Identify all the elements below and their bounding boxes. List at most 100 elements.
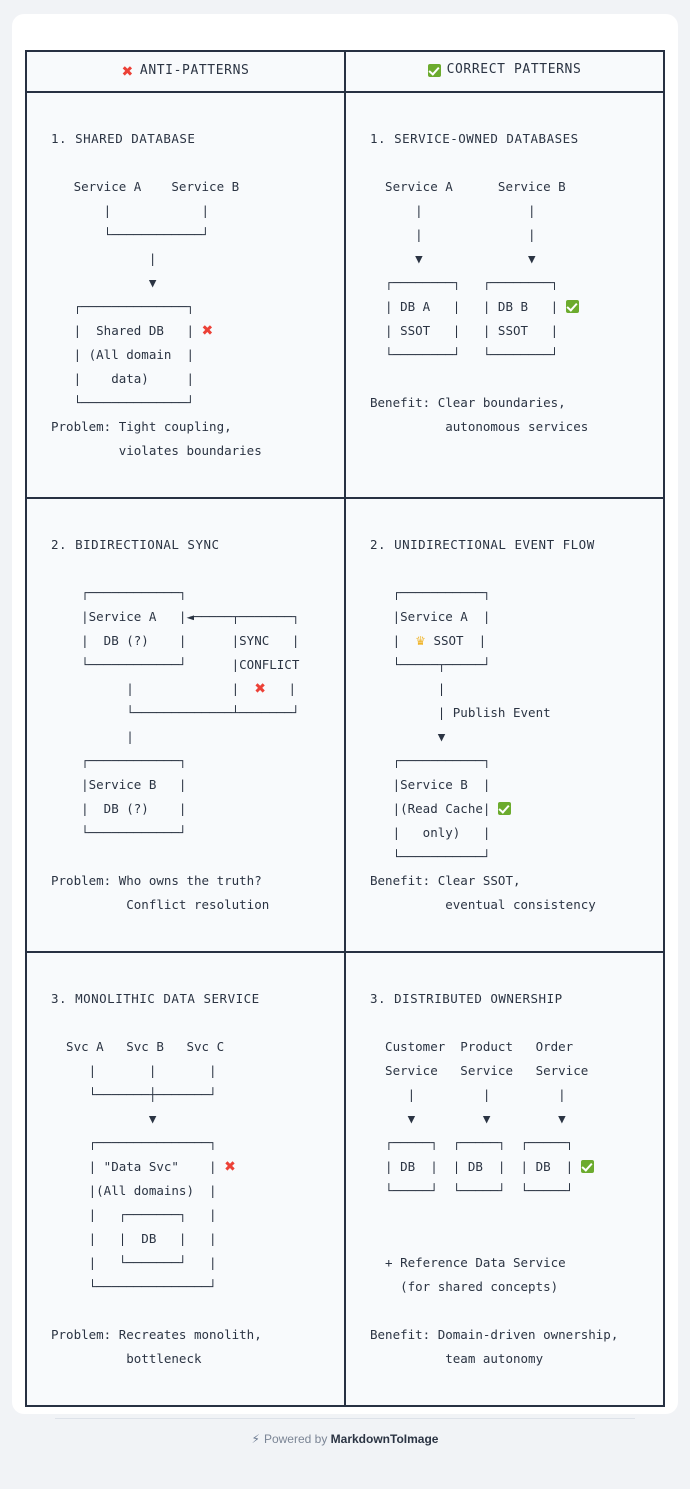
check-mark-icon xyxy=(580,1160,594,1173)
ascii-text: | xyxy=(370,681,446,696)
ascii-line: | | ✖ | xyxy=(27,677,344,701)
ascii-text: | | xyxy=(51,681,255,696)
ascii-line: | | | xyxy=(27,1059,344,1083)
table-row: 1. SHARED DATABASE Service A Service B |… xyxy=(25,91,665,499)
ascii-text: (for shared concepts) xyxy=(370,1279,559,1294)
problem-note: Problem: Who owns the truth? Conflict re… xyxy=(51,873,270,912)
ascii-line: | only) | xyxy=(346,821,663,845)
section-title: 2. UNIDIRECTIONAL EVENT FLOW xyxy=(370,537,595,552)
ascii-diagram: Service A Service B | | | | ▼ ▼ xyxy=(385,179,566,266)
ascii-text: |Service A | xyxy=(370,609,491,624)
header-cell-correct-patterns: CORRECT PATTERNS xyxy=(344,50,665,93)
ascii-line: | | DB | | xyxy=(27,1227,344,1251)
ascii-line: └─────┬─────┘ xyxy=(346,653,663,677)
ascii-line: └────────────┘ |CONFLICT xyxy=(27,653,344,677)
ascii-text: ┌───────────┐ xyxy=(370,753,491,768)
cell-correct-pattern-1: 1. SERVICE-OWNED DATABASES Service A Ser… xyxy=(344,91,665,499)
check-mark-icon xyxy=(497,802,511,815)
benefit-note: Benefit: Clear SSOT, eventual consistenc… xyxy=(370,873,596,912)
cell-anti-pattern-1: 1. SHARED DATABASE Service A Service B |… xyxy=(25,91,346,499)
ascii-text: ┌───────────┐ xyxy=(370,585,491,600)
ascii-line: | | | xyxy=(346,1083,663,1107)
ascii-line: Svc A Svc B Svc C xyxy=(27,1035,344,1059)
footer-brand-link[interactable]: MarkdownToImage xyxy=(330,1432,439,1446)
cross-mark-icon: ✖ xyxy=(224,1159,236,1175)
ascii-text: └───────────┘ xyxy=(370,849,491,864)
section-title: 3. DISTRIBUTED OWNERSHIP xyxy=(370,991,563,1006)
ascii-text: | DB (?) | |SYNC | xyxy=(51,633,300,648)
ascii-line: | xyxy=(346,677,663,701)
ascii-text: └─────┬─────┘ xyxy=(370,657,491,672)
ascii-text: | DB | | DB | | DB | xyxy=(370,1159,574,1174)
cross-mark-icon: ✖ xyxy=(201,323,214,339)
benefit-note: Benefit: Domain-driven ownership, team a… xyxy=(370,1327,619,1366)
ascii-box-top: ┌────────┐ ┌────────┐ xyxy=(370,275,559,290)
check-mark-icon xyxy=(427,60,441,84)
table-container: ✖ANTI-PATTERNS CORRECT PATTERNS 1. xyxy=(25,50,665,1407)
ascii-line: | "Data Svc" | ✖ xyxy=(27,1155,344,1179)
ascii-text: ▼ xyxy=(51,1111,157,1126)
ascii-line: ┌───────────┐ xyxy=(346,581,663,605)
ascii-line: └─────┘ └─────┘ └─────┘ xyxy=(346,1179,663,1203)
ascii-box-top: ┌──────────────┐ xyxy=(51,299,194,314)
rendered-markdown-card: ✖ANTI-PATTERNS CORRECT PATTERNS 1. xyxy=(12,14,678,1414)
ascii-box-bottom: └────────┘ └────────┘ xyxy=(370,347,559,362)
ascii-line: | DB (?) | xyxy=(27,797,344,821)
ascii-text: |(All domains) | xyxy=(51,1183,217,1198)
ascii-line: └─────────────┴───────┘ xyxy=(27,701,344,725)
ascii-text: ▼ xyxy=(370,729,446,744)
section-title: 1. SHARED DATABASE xyxy=(51,131,196,146)
ascii-line: ┌─────┐ ┌─────┐ ┌─────┐ xyxy=(346,1131,663,1155)
ascii-box-text: | data) | xyxy=(51,371,194,386)
ascii-text: |Service A |◄─────┬───────┐ xyxy=(51,609,300,624)
ascii-line: ┌───────────┐ xyxy=(346,749,663,773)
comparison-table: ✖ANTI-PATTERNS CORRECT PATTERNS 1. xyxy=(25,50,665,1407)
ascii-line: |Service B | xyxy=(346,773,663,797)
benefit-note: Benefit: Clear boundaries, autonomous se… xyxy=(370,395,589,434)
check-mark-icon xyxy=(565,300,579,313)
ascii-line: ┌────────────┐ xyxy=(27,581,344,605)
ascii-line: ▼ xyxy=(27,1107,344,1131)
ascii-box-text: | DB A | | DB B | xyxy=(370,299,559,314)
ascii-line: Service Service Service xyxy=(346,1059,663,1083)
ascii-text: ▼ ▼ ▼ xyxy=(370,1111,566,1126)
ascii-line: └───────────┘ xyxy=(346,845,663,869)
ascii-text: └────────────┘ |CONFLICT xyxy=(51,657,300,672)
ascii-box-row: | Shared DB | ✖ xyxy=(27,319,344,343)
section-title: 3. MONOLITHIC DATA SERVICE xyxy=(51,991,260,1006)
ascii-line: ▼ ▼ ▼ xyxy=(346,1107,663,1131)
ascii-text: | xyxy=(370,633,416,648)
ascii-box-text: | Shared DB | xyxy=(51,323,194,338)
ascii-text: ┌───────────────┐ xyxy=(51,1135,217,1150)
ascii-box-row: | SSOT | | SSOT | xyxy=(346,319,663,343)
ascii-text: | DB (?) | xyxy=(51,801,187,816)
ascii-line: | DB (?) | |SYNC | xyxy=(27,629,344,653)
ascii-line: └───────────────┘ xyxy=(27,1275,344,1299)
problem-note: Problem: Recreates monolith, bottleneck xyxy=(51,1327,262,1366)
ascii-line: |Service A | xyxy=(346,605,663,629)
cell-anti-pattern-3: 3. MONOLITHIC DATA SERVICE Svc A Svc B S… xyxy=(25,951,346,1407)
ascii-line: └────────────┘ xyxy=(27,821,344,845)
ascii-line: Customer Product Order xyxy=(346,1035,663,1059)
ascii-box-row: | DB A | | DB B | xyxy=(346,295,663,319)
ascii-box-row: | (All domain | xyxy=(27,343,344,367)
ascii-text: |Service B | xyxy=(51,777,187,792)
table-header-row: ✖ANTI-PATTERNS CORRECT PATTERNS xyxy=(25,50,665,93)
cell-anti-pattern-2: 2. BIDIRECTIONAL SYNC ┌────────────┐ |Se… xyxy=(25,497,346,953)
ascii-line: |(All domains) | xyxy=(27,1179,344,1203)
section-title: 2. BIDIRECTIONAL SYNC xyxy=(51,537,220,552)
problem-note: Problem: Tight coupling, violates bounda… xyxy=(51,419,262,458)
ascii-line: | Publish Event xyxy=(346,701,663,725)
cell-correct-pattern-2: 2. UNIDIRECTIONAL EVENT FLOW ┌──────────… xyxy=(344,497,665,953)
ascii-text: |(Read Cache| xyxy=(370,801,491,816)
table-row: 3. MONOLITHIC DATA SERVICE Svc A Svc B S… xyxy=(25,951,665,1407)
footer-powered-by-label: Powered by xyxy=(263,1432,328,1446)
crown-icon: ♛ xyxy=(415,634,426,648)
ascii-line: | ♛ SSOT | xyxy=(346,629,663,653)
ascii-text: | "Data Svc" | xyxy=(51,1159,217,1174)
ascii-box-row: | data) | xyxy=(27,367,344,391)
header-cell-anti-patterns: ✖ANTI-PATTERNS xyxy=(25,50,346,93)
cell-correct-pattern-3: 3. DISTRIBUTED OWNERSHIP Customer Produc… xyxy=(344,951,665,1407)
ascii-line: |Service B | xyxy=(27,773,344,797)
